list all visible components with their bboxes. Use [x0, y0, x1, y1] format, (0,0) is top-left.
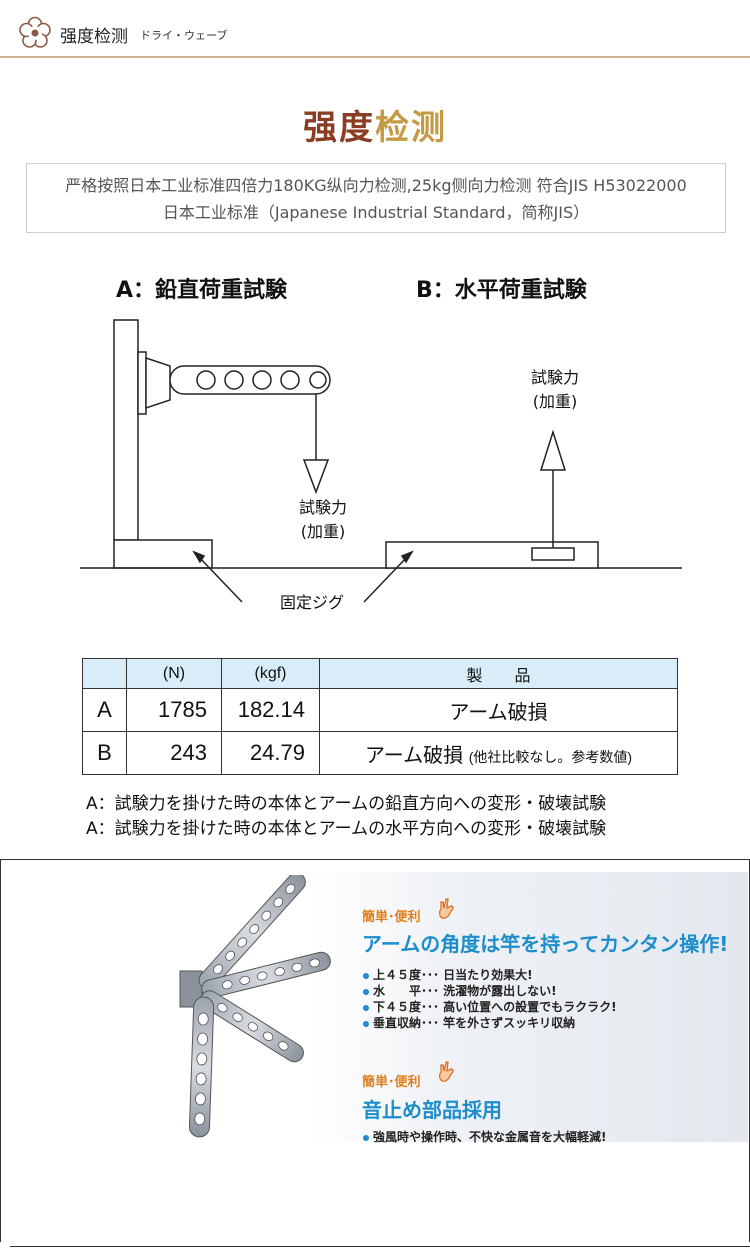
force-label-b: 試験力 (加重) — [510, 366, 600, 414]
hanger-arm-illustration — [179, 875, 331, 1138]
peace-hand-icon — [439, 1061, 454, 1082]
table-header-row: (N) (kgf) 製 品 — [82, 658, 678, 689]
table-header-cell — [82, 658, 127, 689]
page-header: 强度检测 ドライ・ウェーブ — [0, 0, 750, 58]
row-label: A — [82, 688, 127, 732]
feature2-item-text: 強風時や操作時、不快な金属音を大幅軽減! — [373, 1130, 607, 1144]
bullet-icon — [363, 1020, 369, 1027]
section-title: 强度检测 — [0, 100, 750, 149]
force-a-line2: (加重) — [300, 522, 346, 541]
force-b-line2: (加重) — [532, 392, 578, 411]
row-newton: 1785 — [126, 688, 222, 732]
force-b-line1: 試験力 — [530, 368, 579, 387]
section-title-part1: 强度 — [303, 108, 375, 148]
description-line-2: 日本工业标准（Japanese Industrial Standard，简称JI… — [162, 203, 590, 222]
footnote-horizontal: A：試験力を掛けた時の本体とアームの水平方向への変形・破壊試験 — [86, 819, 607, 839]
header-title: 强度检测 — [60, 27, 128, 47]
description-box: 严格按照日本工业标准四倍力180KG纵向力检测,25kg侧向力检测 符合JIS … — [26, 163, 726, 233]
bottom-divider — [10, 1246, 750, 1247]
description-line-1: 严格按照日本工业标准四倍力180KG纵向力检测,25kg侧向力检测 符合JIS … — [65, 176, 687, 195]
section-title-part2: 检测 — [375, 108, 447, 148]
jig-label: 固定ジグ — [279, 593, 344, 612]
feature2-title: 音止め部品採用 — [362, 1098, 502, 1122]
feature2-label: 簡単･便利 — [362, 1075, 421, 1090]
feature1-item-text: 水 平･･･ 洗濯物が露出しない! — [373, 984, 557, 998]
feature1-item: 水 平･･･ 洗濯物が露出しない! — [363, 982, 557, 999]
row-kgf: 182.14 — [221, 688, 320, 732]
force-a-line1: 試験力 — [298, 498, 347, 517]
feature2-item: 強風時や操作時、不快な金属音を大幅軽減! — [363, 1128, 606, 1145]
bullet-icon — [363, 1134, 369, 1141]
load-test-diagram — [80, 319, 682, 603]
row-product-cell: アーム破損 (他社比較なし。参考数値) — [319, 731, 678, 775]
table-header-cell: 製 品 — [319, 658, 678, 689]
row-product: アーム破損 — [364, 744, 464, 767]
results-table: (N) (kgf) 製 品 A 1785 182.14 アーム破損 B 243 … — [82, 658, 678, 775]
force-label-a: 試験力 (加重) — [278, 496, 368, 544]
test-b-title: B：水平荷重試験 — [416, 278, 587, 303]
test-a-title: A：鉛直荷重試験 — [116, 278, 288, 303]
footnote-vertical: A：試験力を掛けた時の本体とアームの鉛直方向への変形・破壊試験 — [86, 794, 607, 814]
row-label: B — [82, 731, 127, 775]
feature-panel — [18, 872, 748, 1142]
row-newton: 243 — [126, 731, 222, 775]
table-header-cell: (kgf) — [221, 658, 320, 689]
feature1-title: アームの角度は竿を持ってカンタン操作! — [362, 932, 729, 956]
bullet-icon — [363, 988, 369, 995]
bullet-icon — [363, 1004, 369, 1011]
table-row: B 243 24.79 アーム破損 (他社比較なし。参考数値) — [82, 731, 678, 775]
feature1-label: 簡単･便利 — [362, 910, 421, 925]
feature1-item-text: 下４５度･･･ 高い位置への設置でもラクラク! — [373, 1000, 617, 1014]
feature1-item-text: 垂直収納･･･ 竿を外さずスッキリ収納 — [373, 1016, 576, 1030]
row-kgf: 24.79 — [221, 731, 320, 775]
header-subtitle: ドライ・ウェーブ — [140, 29, 228, 42]
row-note: (他社比較なし。参考数値) — [468, 748, 633, 765]
bullet-icon — [363, 972, 369, 979]
peace-hand-icon — [439, 898, 454, 919]
feature1-item: 下４５度･･･ 高い位置への設置でもラクラク! — [363, 998, 617, 1015]
table-row: A 1785 182.14 アーム破損 — [82, 688, 678, 732]
table-header-cell: (N) — [126, 658, 222, 689]
row-product: アーム破損 — [319, 688, 678, 732]
feature1-item: 上４５度･･･ 日当たり効果大! — [363, 966, 533, 983]
feature1-item: 垂直収納･･･ 竿を外さずスッキリ収納 — [363, 1014, 575, 1031]
feature1-item-text: 上４５度･･･ 日当たり効果大! — [373, 968, 533, 982]
flower-logo-icon — [19, 16, 51, 48]
